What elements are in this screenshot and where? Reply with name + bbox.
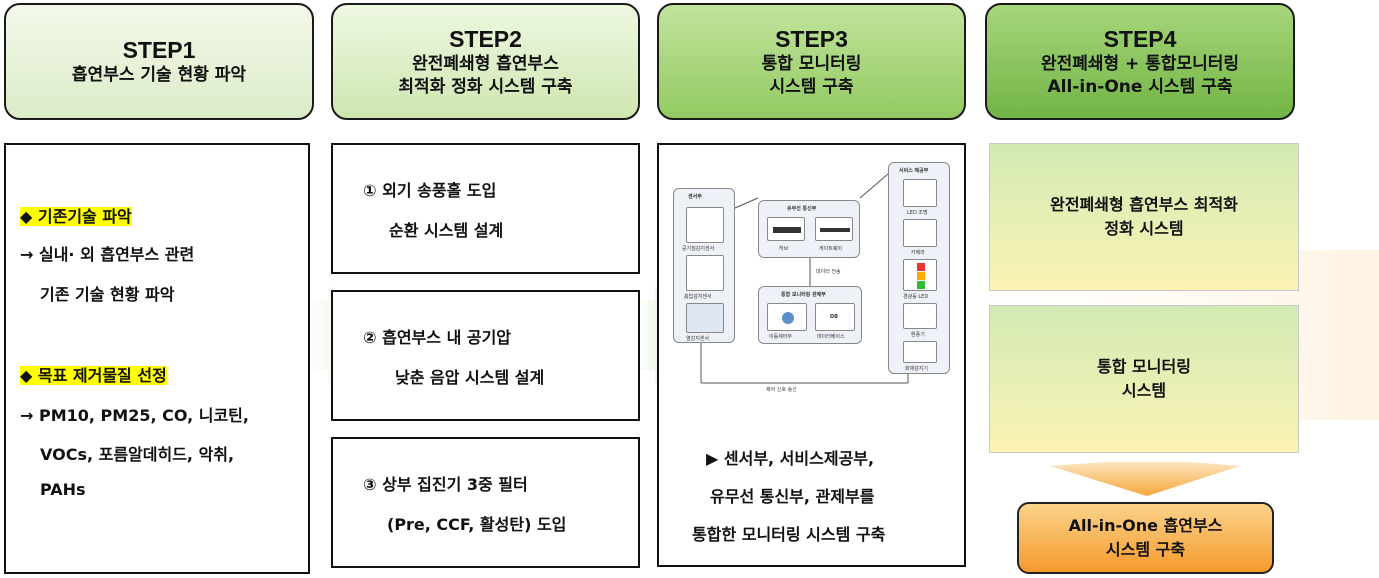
step1-title: STEP1 bbox=[122, 37, 196, 63]
diagram-sensor-unit: 센서부 공기질감지센서 흡입감지센서 열감지센서 bbox=[673, 188, 735, 343]
diagram-comm-unit: 유무선 통신부 허브 게이트웨이 bbox=[758, 200, 860, 258]
diagram-service-item-2: 카메라 bbox=[911, 250, 925, 256]
step1-header: STEP1 흡연부스 기술 현황 파악 bbox=[4, 3, 314, 120]
step1-item2-line3: PAHs bbox=[40, 480, 86, 499]
step1-heading-target-materials: ◆ 목표 제거물질 선정 bbox=[20, 366, 167, 385]
step4-box2-line2: 시스템 bbox=[1121, 381, 1167, 400]
arrow-down-to-result bbox=[1050, 462, 1240, 496]
diagram-sensor-title: 센서부 bbox=[688, 194, 702, 200]
database-icon: DB bbox=[815, 303, 855, 331]
mobile-control-icon bbox=[767, 303, 807, 331]
diagram-comm-title: 유무선 통신부 bbox=[787, 206, 817, 212]
camera-icon bbox=[903, 219, 937, 247]
step3-title: STEP3 bbox=[775, 25, 848, 52]
step3-desc-line3: 통합한 모니터링 시스템 구축 bbox=[692, 525, 886, 544]
diagram-control-title: 통합 모니터링 관제부 bbox=[781, 292, 826, 298]
diagram-service-unit: 서비스 제공부 LED 조명 카메라 경광등 LED 환풍기 화재감지기 bbox=[888, 162, 950, 374]
step2-box-triple-filter: ③ 상부 집진기 3중 필터 (Pre, CCF, 활성탄) 도입 bbox=[331, 437, 640, 568]
step2-title: STEP2 bbox=[449, 25, 522, 52]
monitoring-diagram: 센서부 공기질감지센서 흡입감지센서 열감지센서 유무선 통신부 허브 게이트웨… bbox=[668, 158, 956, 402]
diagram-service-item-1: LED 조명 bbox=[907, 210, 928, 216]
diagram-data-label: 데이터 전송 bbox=[816, 269, 841, 275]
step4-box2-line1: 통합 모니터링 bbox=[1097, 357, 1191, 376]
fire-detector-icon bbox=[903, 341, 937, 363]
step1-item1-line1: → 실내· 외 흡연부스 관련 bbox=[20, 245, 195, 264]
step2-box-negative-pressure: ② 흡연부스 내 공기압 낮춘 음압 시스템 설계 bbox=[331, 290, 640, 421]
diagram-connectors bbox=[700, 173, 909, 384]
step4-box-closed-booth-purification: 완전폐쇄형 흡연부스 최적화 정화 시스템 bbox=[989, 143, 1299, 291]
step2-subtitle-line2: 최적화 정화 시스템 구축 bbox=[398, 76, 573, 97]
step3-desc-line1: ▶ 센서부, 서비스제공부, bbox=[706, 449, 875, 468]
step4-box-integrated-monitoring: 통합 모니터링 시스템 bbox=[989, 305, 1299, 453]
step2-box-circulation: ① 외기 송풍홀 도입 순환 시스템 설계 bbox=[331, 143, 640, 274]
diagram-sensor-item-2: 흡입감지센서 bbox=[684, 294, 712, 300]
diagram-service-item-4: 환풍기 bbox=[911, 332, 925, 338]
diagram-sensor-item-3: 열감지센서 bbox=[686, 336, 710, 342]
step2-header: STEP2 완전폐쇄형 흡연부스 최적화 정화 시스템 구축 bbox=[331, 3, 640, 120]
step4-title: STEP4 bbox=[1103, 25, 1177, 52]
smoke-sensor-icon bbox=[686, 255, 724, 291]
diagram-control-unit: 통합 모니터링 관제부 이동제어부 DB 데이터베이스 bbox=[758, 286, 862, 344]
led-light-icon bbox=[903, 179, 937, 207]
step4-subtitle-line2: All-in-One 시스템 구축 bbox=[1047, 76, 1233, 97]
step4-box1-line2: 정화 시스템 bbox=[1104, 219, 1184, 238]
step2-box1-line2: 순환 시스템 설계 bbox=[389, 221, 504, 240]
step2-box3-line1: ③ 상부 집진기 3중 필터 bbox=[363, 475, 528, 494]
step4-result-line2: 시스템 구축 bbox=[1105, 540, 1186, 559]
step4-result-line1: All-in-One 흡연부스 bbox=[1068, 516, 1223, 535]
step3-subtitle-line2: 시스템 구축 bbox=[769, 76, 854, 97]
step1-item2-line1: → PM10, PM25, CO, 니코틴, bbox=[20, 406, 249, 425]
diagram-control-item-2: 데이터베이스 bbox=[817, 334, 845, 340]
gateway-icon bbox=[815, 217, 853, 241]
step4-subtitle-line1: 완전폐쇄형 + 통합모니터링 bbox=[1040, 53, 1240, 74]
diagram-service-title: 서비스 제공부 bbox=[899, 168, 929, 174]
step1-subtitle: 흡연부스 기술 현황 파악 bbox=[71, 65, 247, 85]
step1-item2-line2: VOCs, 포름알데히드, 악취, bbox=[40, 445, 235, 464]
hub-icon bbox=[767, 217, 805, 241]
step2-box2-line2: 낮춘 음압 시스템 설계 bbox=[395, 368, 545, 387]
database-icon-label: DB bbox=[830, 314, 838, 320]
step3-header: STEP3 통합 모니터링 시스템 구축 bbox=[657, 3, 966, 120]
step2-subtitle-line1: 완전폐쇄형 흡연부스 bbox=[412, 53, 559, 74]
step2-box1-line1: ① 외기 송풍홀 도입 bbox=[363, 181, 497, 200]
step4-box1-line1: 완전폐쇄형 흡연부스 최적화 bbox=[1050, 195, 1238, 214]
step2-box2-line1: ② 흡연부스 내 공기압 bbox=[363, 328, 512, 347]
ventilation-fan-icon bbox=[903, 303, 937, 329]
step3-subtitle-line1: 통합 모니터링 bbox=[761, 53, 862, 74]
diagram-service-item-5: 화재감지기 bbox=[905, 366, 929, 372]
diagram-comm-item-1: 허브 bbox=[779, 246, 789, 252]
step4-result-all-in-one: All-in-One 흡연부스 시스템 구축 bbox=[1017, 502, 1274, 574]
diagram-service-item-3: 경광등 LED bbox=[903, 294, 929, 300]
diagram-control-item-1: 이동제어부 bbox=[769, 334, 793, 340]
step4-header: STEP4 완전폐쇄형 + 통합모니터링 All-in-One 시스템 구축 bbox=[985, 3, 1295, 120]
diagram-comm-item-2: 게이트웨이 bbox=[819, 246, 843, 252]
step3-desc-line2: 유무선 통신부, 관제부를 bbox=[710, 487, 875, 506]
step2-box3-line2: (Pre, CCF, 활성탄) 도입 bbox=[387, 515, 567, 534]
heat-sensor-icon bbox=[686, 303, 724, 333]
warning-light-icon bbox=[903, 259, 937, 291]
diagram-sensor-item-1: 공기질감지센서 bbox=[682, 246, 715, 252]
step1-heading-existing-tech: ◆ 기존기술 파악 bbox=[20, 207, 132, 226]
step1-item1-line2: 기존 기술 현황 파악 bbox=[40, 285, 175, 304]
air-quality-sensor-icon bbox=[686, 207, 724, 243]
diagram-signal-label: 제어 신호 송신 bbox=[766, 387, 797, 393]
